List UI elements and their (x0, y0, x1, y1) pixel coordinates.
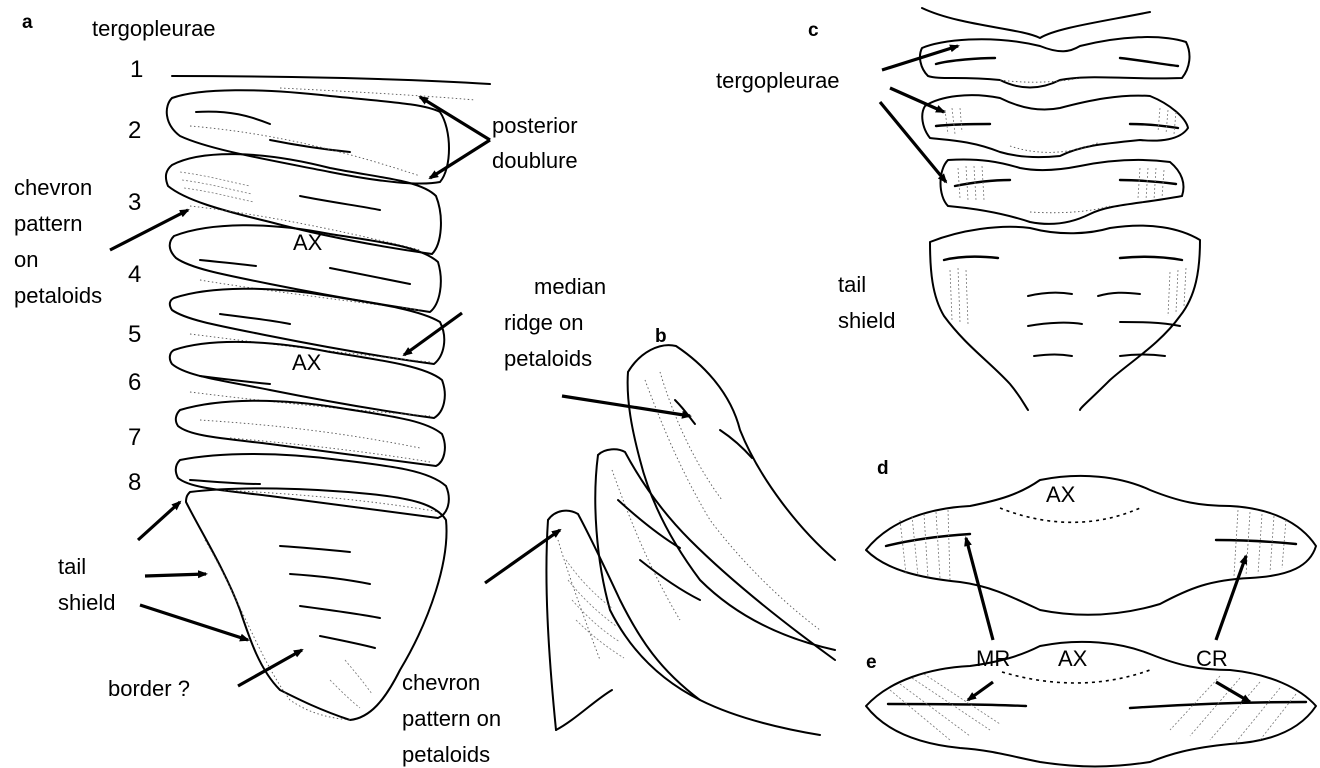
label-ridge-on: ridge on (504, 310, 584, 335)
panel-b: b chevron pattern on petaloids (402, 326, 835, 767)
label-posterior: posterior (492, 113, 578, 138)
arrow-mr-e (968, 682, 993, 700)
arrow-chevron-pattern-a (110, 210, 188, 250)
segment-number-5: 5 (128, 321, 141, 348)
tail-shield-c (930, 226, 1200, 410)
arrow-posterior-doublure-1 (420, 97, 490, 140)
panel-c: c tergopleurae (716, 8, 1200, 410)
label-tergopleurae-c: tergopleurae (716, 68, 840, 93)
label-mr: MR (976, 646, 1010, 671)
label-shield-c: shield (838, 308, 895, 333)
segment-outline-d (866, 476, 1316, 615)
arrow-chevron-pattern-b (485, 530, 560, 583)
panel-label-d: d (877, 458, 889, 479)
segment-number-8: 8 (128, 469, 141, 496)
label-cr: CR (1196, 646, 1228, 671)
panel-label-b: b (655, 326, 667, 347)
tergopleurae-heading: tergopleurae (92, 16, 216, 41)
tergopleura-2 (167, 90, 449, 183)
axial-label-d: AX (1046, 482, 1076, 507)
label-petaloids-b: petaloids (402, 742, 490, 767)
segment-number-1: 1 (130, 56, 143, 83)
segment-number-2: 2 (128, 117, 141, 144)
tergopleura-c3 (941, 159, 1184, 223)
label-petaloids-median: petaloids (504, 346, 592, 371)
panel-label-c: c (808, 20, 819, 41)
label-chevron-b: chevron (402, 670, 480, 695)
panel-e: e AX (866, 642, 1316, 767)
panel-a: a tergopleurae 1 2 3 4 5 6 7 8 (14, 12, 606, 720)
arrow-cr-e (1216, 682, 1250, 702)
axial-label-2: AX (292, 350, 322, 375)
panel-label-a: a (22, 12, 33, 33)
label-median: median (534, 274, 606, 299)
arrow-tail-shield-3 (140, 605, 248, 640)
tergopleura-8 (176, 454, 449, 518)
segment-number-7: 7 (128, 424, 141, 451)
arrow-tail-shield-1 (138, 502, 180, 540)
label-doublure: doublure (492, 148, 578, 173)
tergopleura-c2 (922, 95, 1188, 157)
arrow-border (238, 650, 302, 686)
label-pattern: pattern (14, 211, 83, 236)
panel-label-e: e (866, 652, 877, 673)
axial-label-1: AX (293, 230, 323, 255)
arrow-median-ridge-b (562, 396, 690, 416)
mr-cr-annotations: MR CR (966, 538, 1250, 702)
label-border: border ? (108, 676, 190, 701)
label-tail-c: tail (838, 272, 866, 297)
segment-number-4: 4 (128, 261, 141, 288)
arrow-tergopleurae-c3 (880, 102, 946, 182)
label-tail-a: tail (58, 554, 86, 579)
tergopleura-4: AX (170, 225, 441, 312)
label-on: on (14, 247, 38, 272)
label-petaloids-a: petaloids (14, 283, 102, 308)
arrow-cr-d (1216, 556, 1246, 640)
arrow-tail-shield-2 (145, 574, 206, 576)
arrow-posterior-doublure-2 (430, 140, 490, 178)
segment-number-3: 3 (128, 189, 141, 216)
label-shield-a: shield (58, 590, 115, 615)
panel-d: d AX (866, 458, 1316, 615)
label-chevron: chevron (14, 175, 92, 200)
arrow-tergopleurae-c1 (882, 46, 958, 70)
label-pattern-on-b: pattern on (402, 706, 501, 731)
axial-label-e: AX (1058, 646, 1088, 671)
segment-number-6: 6 (128, 369, 141, 396)
